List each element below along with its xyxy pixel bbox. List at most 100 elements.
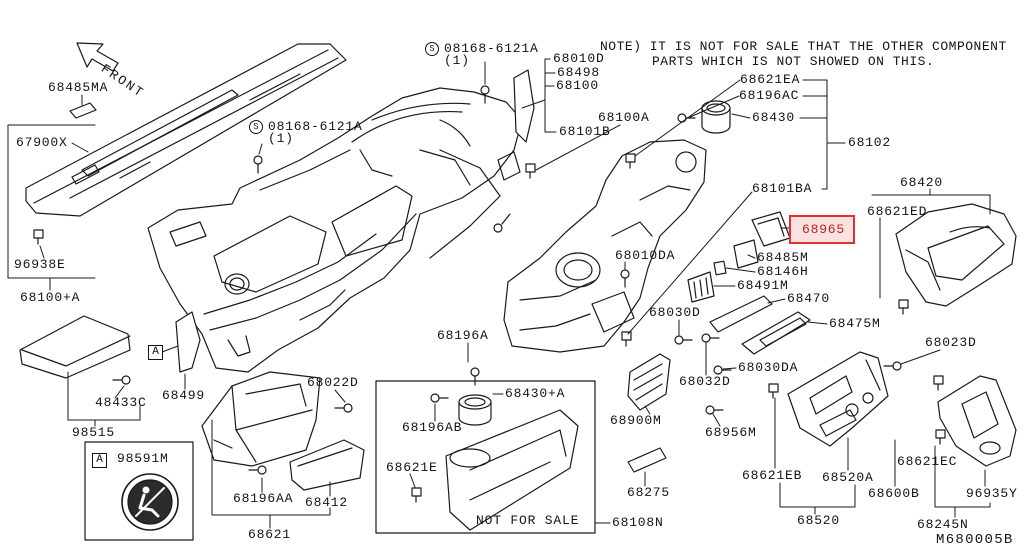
clip-icon: [768, 383, 779, 399]
callout-68022d: 68022D: [307, 375, 359, 390]
callout-67900x: 67900X: [16, 135, 68, 150]
airbag-module-drawing: [19, 315, 131, 379]
callout-68100: 68100: [556, 78, 600, 93]
center-stack-drawing: [787, 351, 889, 447]
part-68475m-drawing: [741, 311, 811, 355]
callout-screw-08168-6121a: 08168-6121A: [268, 119, 363, 134]
callout-68430a-plus: 68430+A: [505, 386, 566, 401]
screw-icon: [674, 335, 693, 345]
lower-panel-group-frame: [375, 380, 596, 534]
screw-icon: [677, 113, 696, 123]
instrument-panel-drawing: [147, 87, 523, 373]
glovebox-drawing: [201, 371, 321, 467]
vent-68900m-drawing: [627, 353, 671, 411]
callout-68520: 68520: [797, 513, 841, 528]
callout-68621ea: 68621EA: [740, 72, 801, 87]
callout-96935y: 96935Y: [966, 486, 1018, 501]
screw-icon: [112, 375, 131, 385]
callout-96938e: 96938E: [14, 257, 66, 272]
callout-68475m: 68475M: [829, 316, 881, 331]
callout-68101ba: 68101BA: [752, 181, 813, 196]
callout-48433c: 48433C: [95, 395, 147, 410]
callout-68196a: 68196A: [437, 328, 489, 343]
callout-68621: 68621: [248, 527, 292, 542]
callout-68621e: 68621E: [386, 460, 438, 475]
callout-68621ec: 68621EC: [897, 454, 958, 469]
callout-68499: 68499: [162, 388, 206, 403]
callout-68485m: 68485M: [757, 250, 809, 265]
callout-98591m: 98591M: [117, 451, 169, 466]
clip-icon: [625, 153, 636, 169]
note-line-2: PARTS WHICH IS NOT SHOWED ON THIS.: [652, 54, 935, 69]
callout-68520a: 68520A: [822, 470, 874, 485]
callout-68196ab: 68196AB: [402, 420, 463, 435]
screw-icon: [713, 365, 732, 375]
clip-icon: [898, 299, 909, 315]
clip-icon: [411, 487, 422, 503]
part-68491m-drawing: [687, 271, 715, 303]
screw-icon: [701, 333, 720, 343]
part-68485m-drawing: [733, 239, 759, 269]
pad-68485ma-drawing: [69, 102, 97, 119]
screw-icon: [705, 405, 724, 415]
callout-68412: 68412: [305, 495, 349, 510]
callout-68100a: 68100A: [598, 110, 650, 125]
reference-mark-a: A: [148, 345, 163, 360]
screw-icon: [253, 155, 263, 174]
callout-68420: 68420: [900, 175, 944, 190]
callout-68100a-plus: 68100+A: [20, 290, 81, 305]
callout-68030da: 68030DA: [738, 360, 799, 375]
callout-68196ac: 68196AC: [739, 88, 800, 103]
diagram-code: M680005B: [936, 532, 1014, 548]
tray-68412-drawing: [289, 439, 365, 491]
clip-icon: [935, 429, 946, 445]
clip-icon: [621, 331, 632, 347]
callout-68032d: 68032D: [679, 374, 731, 389]
screw-icon: [493, 213, 511, 233]
screw-mark-s: S: [425, 42, 439, 56]
clip-icon: [33, 229, 44, 245]
callout-68498: 68498: [557, 65, 601, 80]
callout-68621eb: 68621EB: [742, 468, 803, 483]
quantity-label: (1): [268, 131, 294, 146]
callout-68491m: 68491M: [737, 278, 789, 293]
callout-68485ma: 68485MA: [48, 80, 109, 95]
lower-panel-68108n-drawing: [445, 409, 579, 531]
screw-icon: [430, 393, 449, 403]
reference-mark-a: A: [92, 453, 107, 468]
screw-mark-s: S: [249, 120, 263, 134]
callout-68275: 68275: [627, 485, 671, 500]
callout-68196aa: 68196AA: [233, 491, 294, 506]
part-68499-drawing: [175, 311, 201, 373]
screw-icon: [334, 403, 353, 413]
leader-lines: [7, 58, 991, 529]
top-cover-drawing: [25, 43, 347, 217]
cluster-hood-drawing: [895, 203, 1017, 307]
note-line-1: NOTE) IT IS NOT FOR SALE THAT THE OTHER …: [600, 39, 1007, 54]
screw-icon: [248, 465, 267, 475]
callout-68010da: 68010DA: [615, 248, 676, 263]
trim-68245n-drawing: [937, 375, 1017, 467]
screw-icon: [620, 269, 630, 288]
part-68146h-drawing: [713, 260, 727, 276]
part-68275-drawing: [627, 447, 667, 473]
cup-holder-drawing: [701, 100, 731, 134]
screw-icon: [883, 361, 902, 371]
part-68470-drawing: [709, 295, 773, 333]
part-68965-drawing: [751, 211, 791, 247]
cup-holder-68430a-drawing: [458, 394, 492, 426]
callout-screw-08168-6121a: 08168-6121A: [444, 41, 539, 56]
callout-68621ed: 68621ED: [867, 204, 928, 219]
clip-icon: [933, 375, 944, 391]
callout-68108n: 68108N: [612, 515, 664, 530]
callout-68102: 68102: [848, 135, 892, 150]
highlighted-part-box: 68965: [789, 215, 855, 244]
clip-icon: [525, 163, 536, 179]
callout-68470: 68470: [787, 291, 831, 306]
callout-68101b: 68101B: [559, 124, 611, 139]
callout-68030d: 68030D: [649, 305, 701, 320]
callout-68010d: 68010D: [553, 51, 605, 66]
indicator-group-frame: [84, 441, 194, 541]
